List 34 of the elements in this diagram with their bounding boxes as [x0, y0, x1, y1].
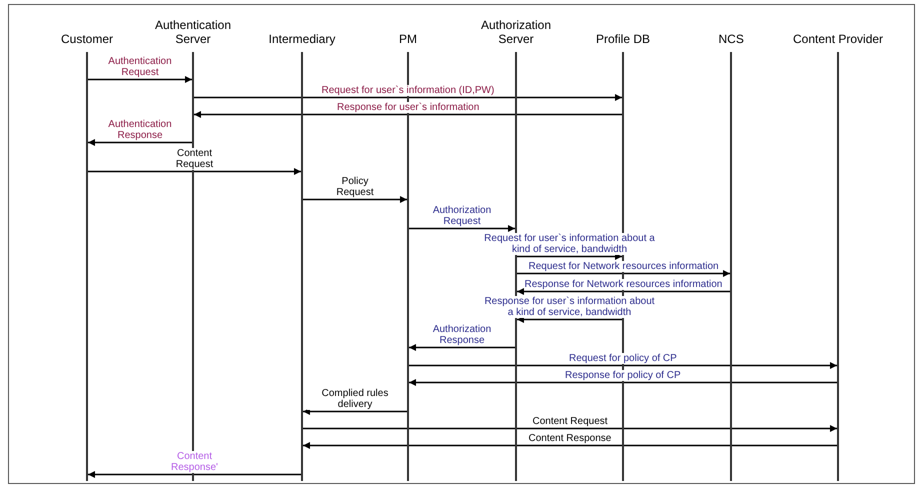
- message-label: Response for user`s information: [336, 102, 480, 112]
- message-arrow: [88, 168, 301, 175]
- message-arrow: [194, 94, 622, 101]
- message-label: Request for Network resources information: [528, 260, 720, 272]
- message-arrow: [517, 270, 730, 277]
- message-label: Response for policy of CP: [564, 370, 682, 380]
- participant-label: Profile DB: [596, 32, 650, 46]
- participant-label: Intermediary: [268, 32, 336, 46]
- message-label: Response for Network resources information: [524, 278, 724, 290]
- message-arrow: [517, 253, 622, 260]
- message-arrow: [409, 344, 515, 351]
- message-label: Content Response: [528, 432, 612, 444]
- message-label: Request for user`s information (ID,PW): [320, 84, 496, 96]
- message-arrow: [517, 316, 622, 323]
- message-arrow: [409, 379, 837, 386]
- message-arrow: [409, 362, 837, 369]
- message-arrow: [88, 471, 301, 478]
- participant-label: Authentication Server: [154, 18, 232, 46]
- message-arrow: [88, 76, 192, 83]
- message-label: Request for policy of CP: [568, 352, 678, 364]
- message-arrow: [303, 442, 837, 449]
- message-arrow: [409, 225, 515, 232]
- participant-label: Customer: [61, 32, 113, 46]
- message-arrow: [303, 425, 837, 432]
- message-arrow: [303, 408, 407, 415]
- message-arrow: [88, 139, 192, 146]
- message-arrow: [194, 111, 622, 118]
- message-arrow: [303, 196, 407, 203]
- message-arrow: [517, 288, 730, 295]
- participant-label: NCS: [718, 32, 744, 46]
- message-label: Content Request: [532, 416, 609, 426]
- participant-label: PM: [399, 32, 417, 46]
- participant-label: Content Provider: [793, 32, 883, 46]
- participant-label: Authorization Server: [480, 18, 552, 46]
